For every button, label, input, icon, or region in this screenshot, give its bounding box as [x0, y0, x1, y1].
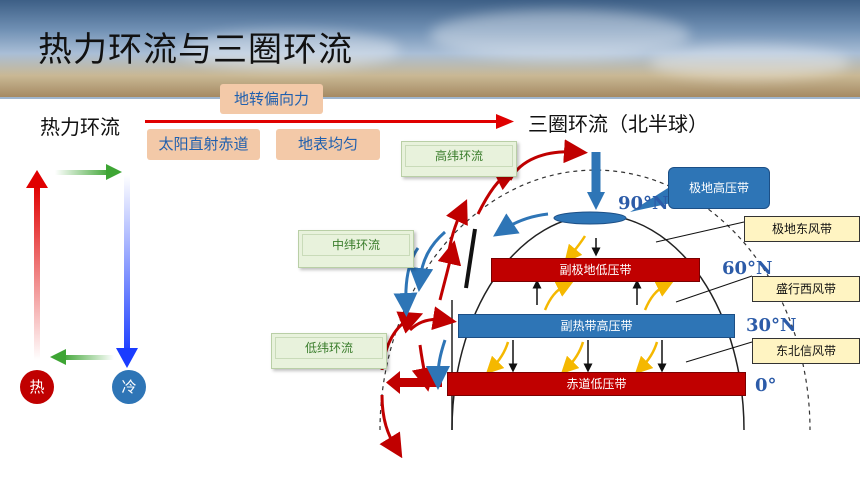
lat-60-label: 60°N: [722, 258, 773, 279]
thermal-circulation-diagram: [26, 164, 138, 368]
low-latitude-cell-label: 低纬环流: [271, 333, 387, 369]
cold-marker: 冷: [112, 370, 146, 404]
header-banner: 热力环流与三圈环流: [0, 0, 860, 99]
polar-easterlies-box: 极地东风带: [744, 216, 860, 242]
lat-90-label: 90°N: [618, 193, 669, 214]
page-title: 热力环流与三圈环流: [38, 30, 353, 70]
sun-direct-equator-label: 太阳直射赤道: [147, 129, 260, 160]
three-cell-label: 三圈环流（北半球）: [528, 112, 708, 136]
high-latitude-cell-label: 高纬环流: [401, 141, 517, 177]
lat-0-label: 0°: [755, 375, 777, 396]
polar-high-callout: 极地高压带: [668, 167, 770, 209]
thermal-circulation-label: 热力环流: [40, 115, 120, 139]
coriolis-label: 地转偏向力: [220, 84, 323, 114]
uniform-surface-label: 地表均匀: [276, 129, 380, 160]
hot-marker: 热: [20, 370, 54, 404]
transition-arrow: [145, 114, 514, 129]
subpolar-low-belt: 副极地低压带: [491, 258, 700, 282]
equatorial-low-belt: 赤道低压带: [447, 372, 746, 396]
mid-latitude-cell-label: 中纬环流: [298, 230, 414, 268]
lat-30-label: 30°N: [746, 315, 797, 336]
ne-trades-box: 东北信风带: [752, 338, 860, 364]
subtropical-high-belt: 副热带高压带: [458, 314, 735, 338]
westerlies-box: 盛行西风带: [752, 276, 860, 302]
